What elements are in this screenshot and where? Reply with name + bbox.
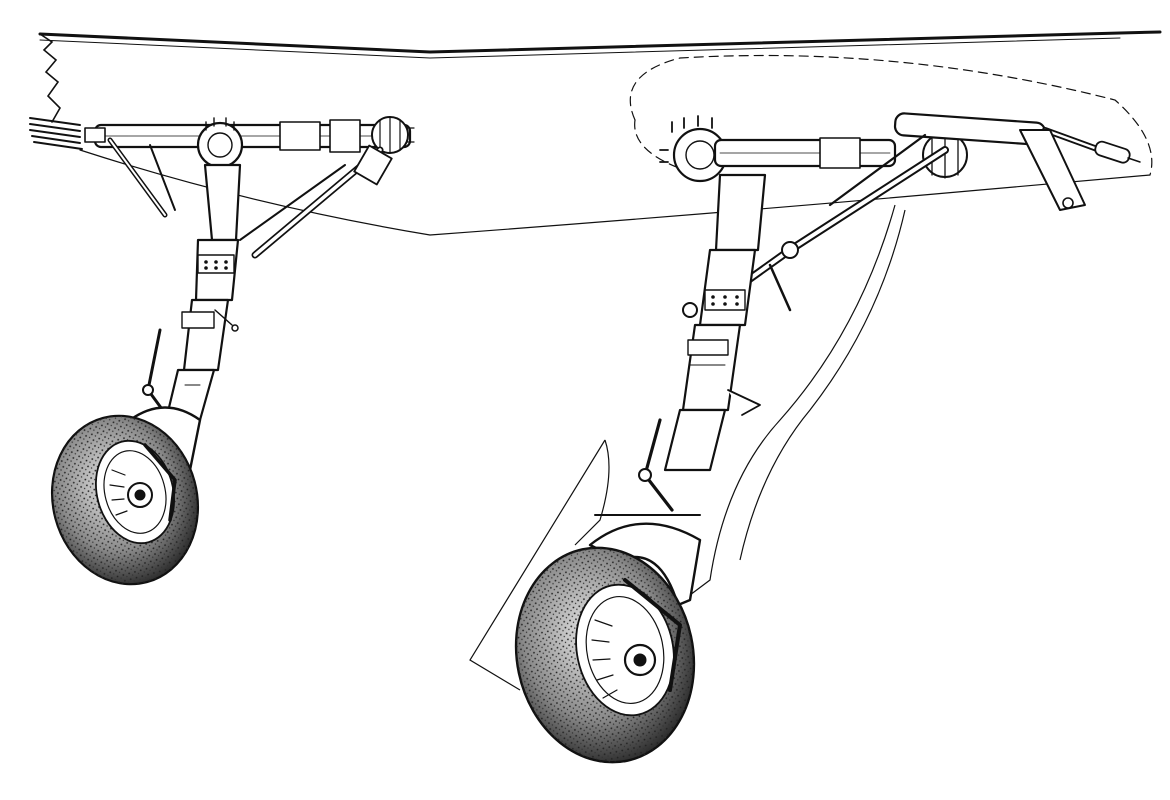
wing-outline — [29, 30, 1162, 236]
right-oleo-strut — [638, 173, 767, 512]
right-main-landing-gear — [514, 112, 1141, 764]
right-trunnion-beam — [659, 112, 1141, 211]
left-oleo-strut — [142, 163, 242, 422]
right-wheel — [514, 546, 696, 764]
left-trunnion-beam — [84, 116, 415, 169]
right-wheel-fork — [588, 514, 702, 607]
left-main-landing-gear — [50, 116, 415, 586]
left-drag-brace — [107, 137, 393, 259]
left-wheel — [50, 414, 200, 586]
gear-door-fairing — [469, 204, 906, 691]
